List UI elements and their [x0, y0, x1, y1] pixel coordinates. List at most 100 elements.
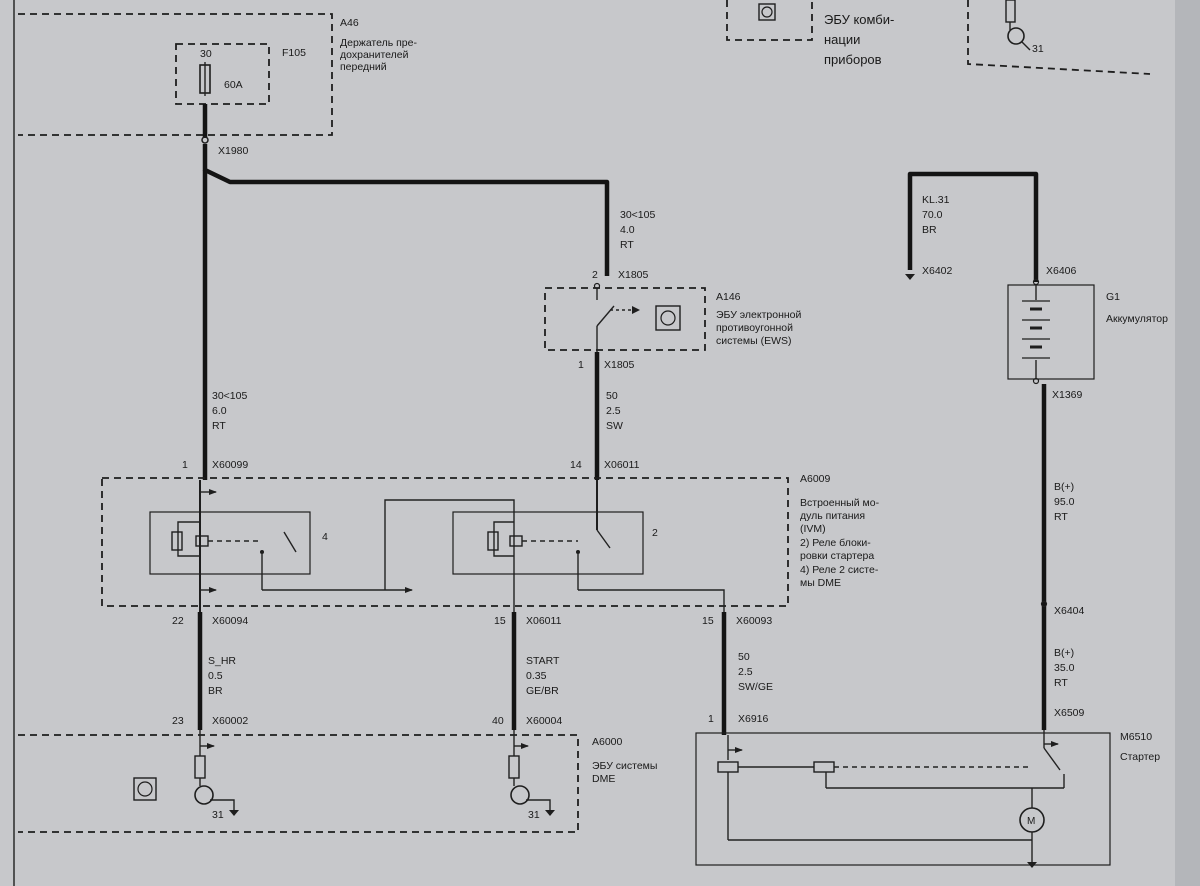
a6009-name-line-2: дуль питания	[800, 510, 865, 522]
w50-swge-color: SW/GE	[738, 681, 773, 693]
a6000-dme-module: 31 31 A6000 ЭБУ системы DME	[18, 730, 657, 833]
x06011-bottom-pin: 15	[494, 615, 506, 627]
relay-2-contact	[596, 529, 611, 549]
motor-label: M	[1027, 816, 1035, 827]
relay-2-box	[452, 511, 644, 575]
w30-6-gauge: 6.0	[212, 405, 227, 417]
x6916-id: X6916	[738, 713, 769, 725]
cluster-ground-pin: 31	[1032, 43, 1044, 55]
page-right-edge	[1175, 0, 1200, 886]
b95-gauge: 95.0	[1054, 496, 1075, 508]
m6510-name: Стартер	[1120, 751, 1160, 763]
dme-ground-pin-left: 31	[212, 809, 224, 821]
w30-4-circuit: 30<105	[620, 209, 655, 221]
w30-4-color: RT	[620, 239, 634, 251]
x6406-label: X6406	[1046, 265, 1077, 277]
w30-6-circuit: 30<105	[212, 390, 247, 402]
f105-pin-label: 30	[200, 48, 212, 60]
a146-name-line-3: системы (EWS)	[716, 335, 792, 347]
x60093-id: X60093	[736, 615, 772, 627]
x60099-pin: 1	[182, 459, 188, 471]
cluster-name-line-2: нации	[824, 32, 860, 47]
b35-circuit: B(+)	[1054, 647, 1074, 659]
a46-id: A46	[340, 17, 359, 29]
a6009-name-line-6: 4) Реле 2 систе-	[800, 564, 879, 576]
a6000-id: A6000	[592, 736, 623, 748]
w50-sw-circuit: 50	[606, 390, 618, 402]
x6402-label: X6402	[922, 265, 953, 277]
battery-circuit: KL.31 70.0 BR X6402 X6406 G1 Аккумулятор…	[905, 171, 1168, 730]
fuse-feed-wires: X1980	[201, 104, 610, 480]
starter-main-contact	[1043, 747, 1061, 771]
a6009-name-line-1: Встроенный мо-	[800, 497, 880, 509]
w-shr-gauge: 0.5	[208, 670, 223, 682]
a6000-name-line-1: ЭБУ системы	[592, 760, 657, 772]
g1-id: G1	[1106, 291, 1120, 303]
relay-4-contact	[283, 531, 297, 553]
ecu-chip-icon	[758, 3, 776, 21]
w50-sw-color: SW	[606, 420, 623, 432]
a46-name-line-1: Держатель пре-	[340, 37, 417, 49]
a6009-ivm-module: 4 2 A6009 Встроенный мо- дуль питания (I…	[101, 473, 880, 612]
x1805-bottom-id: X1805	[604, 359, 635, 371]
b35-gauge: 35.0	[1054, 662, 1075, 674]
x1369-label: X1369	[1052, 389, 1083, 401]
x60002-pin: 23	[172, 715, 184, 727]
a46-name-line-2: дохранителей	[340, 49, 409, 61]
relay-4-box	[149, 511, 311, 575]
a6009-id: A6009	[800, 473, 831, 485]
kl31-color: BR	[922, 224, 937, 236]
x6916-pin: 1	[708, 713, 714, 725]
x06011-bottom-id: X06011	[526, 615, 562, 627]
transistor-symbol	[510, 785, 530, 805]
b35-color: RT	[1054, 677, 1068, 689]
m6510-id: M6510	[1120, 731, 1152, 743]
relay-2-label: 2	[652, 527, 658, 539]
x60099-id: X60099	[212, 459, 248, 471]
w50-sw-gauge: 2.5	[606, 405, 621, 417]
cluster-name-line-1: ЭБУ комби-	[824, 12, 894, 27]
splice-x1980	[201, 136, 209, 144]
a6009-name-line-3: (IVM)	[800, 523, 826, 535]
a6009-name-line-5: ровки стартера	[800, 550, 874, 562]
f105-rating: 60A	[224, 79, 243, 91]
x1980-label: X1980	[218, 145, 249, 157]
g1-name: Аккумулятор	[1106, 313, 1168, 325]
x06011-top-pin: 14	[570, 459, 582, 471]
a146-name-line-2: противоугонной	[716, 322, 793, 334]
a146-name-line-1: ЭБУ электронной	[716, 309, 802, 321]
relay-4-label: 4	[322, 531, 328, 543]
kl31-circuit: KL.31	[922, 194, 950, 206]
a46-fuse-holder: 30 60A F105 A46 Держатель пре- дохраните…	[18, 13, 417, 136]
f105-id: F105	[282, 47, 306, 59]
w-start-color: GE/BR	[526, 685, 559, 697]
x60094-id: X60094	[212, 615, 248, 627]
w-shr-circuit: S_HR	[208, 655, 236, 667]
x6509-label: X6509	[1054, 707, 1085, 719]
x60002-id: X60002	[212, 715, 248, 727]
w30-4-gauge: 4.0	[620, 224, 635, 236]
x60093-pin: 15	[702, 615, 714, 627]
a6000-name-line-2: DME	[592, 773, 615, 785]
a146-ews-module: 2 X1805 A146 ЭБУ электронной противоугон…	[544, 269, 802, 371]
kl31-gauge: 70.0	[922, 209, 943, 221]
battery-g1-box	[1007, 284, 1095, 380]
transistor-symbol	[194, 785, 214, 805]
transistor-symbol	[1007, 27, 1025, 45]
w30-6-color: RT	[212, 420, 226, 432]
cluster-ecu: ЭБУ комби- нации приборов 31	[726, 0, 1151, 75]
a46-name-line-3: передний	[340, 61, 387, 73]
x60004-id: X60004	[526, 715, 562, 727]
w50-swge-gauge: 2.5	[738, 666, 753, 678]
b95-circuit: B(+)	[1054, 481, 1074, 493]
a6009-name-line-4: 2) Реле блоки-	[800, 537, 871, 549]
w-start-circuit: START	[526, 655, 560, 667]
ecu-chip-icon	[655, 305, 681, 331]
w50-swge-circuit: 50	[738, 651, 750, 663]
m6510-starter: M6510 Стартер M	[695, 730, 1160, 868]
x60094-pin: 22	[172, 615, 184, 627]
x60004-pin: 40	[492, 715, 504, 727]
x1805-bottom-pin: 1	[578, 359, 584, 371]
